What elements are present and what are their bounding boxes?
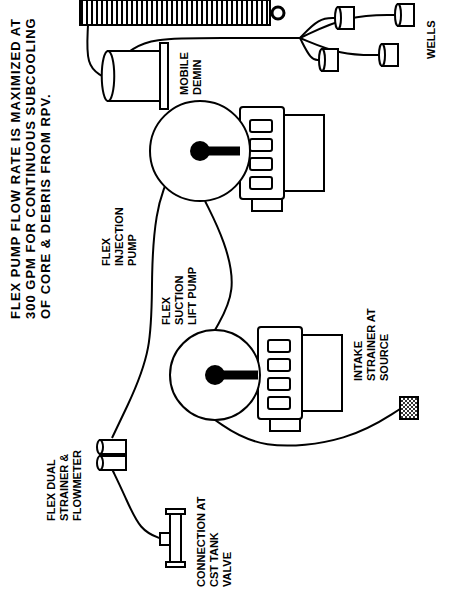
diesel-engine (240, 107, 324, 211)
pump-casing (150, 101, 250, 201)
pump-shaft (215, 371, 258, 380)
dual-strainer-top (97, 440, 103, 454)
tee-flange (166, 509, 185, 514)
part-label: FLEX INJECTION PUMP (100, 194, 139, 266)
well-head-top (395, 4, 401, 26)
pump-shaft (200, 147, 240, 156)
engine-head (258, 327, 302, 419)
part-label: FLEX DUAL STRAINER & FLOWMETER (45, 436, 84, 521)
engine-window (268, 378, 290, 390)
tee-branch (160, 533, 170, 545)
well-head (395, 4, 414, 26)
dual-strainer-top (97, 456, 103, 470)
engine-side (252, 199, 282, 211)
engine-body (284, 115, 324, 191)
part-label: MOBILE DEMIN (178, 43, 204, 95)
demin-tank-body (108, 51, 160, 101)
part-label: FLEX SUCTION LIFT PUMP (160, 255, 199, 325)
engine-window (250, 139, 272, 151)
engine-window (250, 158, 272, 170)
part-label: INTAKE STRAINER AT SOURCE (352, 303, 391, 381)
note-text: FLEX PUMP FLOW RATE IS MAXIMIZED AT 300 … (8, 14, 53, 319)
engine-window (268, 359, 290, 371)
hose-line (300, 38, 379, 55)
intake-strainer (400, 397, 418, 419)
dual-strainer (97, 440, 126, 454)
pump-shaft (215, 371, 258, 380)
hose-line (130, 38, 300, 51)
diesel-engine (258, 327, 342, 431)
engine-window (268, 397, 290, 409)
demin-skid (160, 43, 168, 109)
well-head-top (379, 44, 385, 66)
engine-window (268, 340, 290, 352)
pump-casing (170, 330, 260, 420)
engine-side (270, 419, 300, 431)
tee-run (170, 513, 181, 563)
hose-line (215, 409, 400, 446)
well-head (379, 44, 398, 66)
rpv-bar (80, 0, 270, 25)
hose-line (87, 25, 102, 76)
hose-line (205, 201, 232, 330)
engine-body (302, 335, 342, 411)
engine-window (250, 120, 272, 132)
well-head-top (319, 49, 325, 71)
part-label: WELLS (425, 7, 438, 59)
demin-tank-top (102, 51, 115, 101)
dual-strainer (97, 456, 126, 470)
part-label: CONNECTION AT CST TANK VALVE (195, 495, 234, 587)
well-head (335, 7, 354, 29)
demin-tank (102, 51, 160, 101)
hose-line (112, 469, 162, 539)
well-head-top (335, 7, 341, 29)
pump-shaft (200, 147, 240, 156)
rpv-nozzle (272, 7, 284, 19)
well-head (319, 49, 338, 71)
engine-window (250, 177, 272, 189)
tee-flange (166, 562, 185, 567)
